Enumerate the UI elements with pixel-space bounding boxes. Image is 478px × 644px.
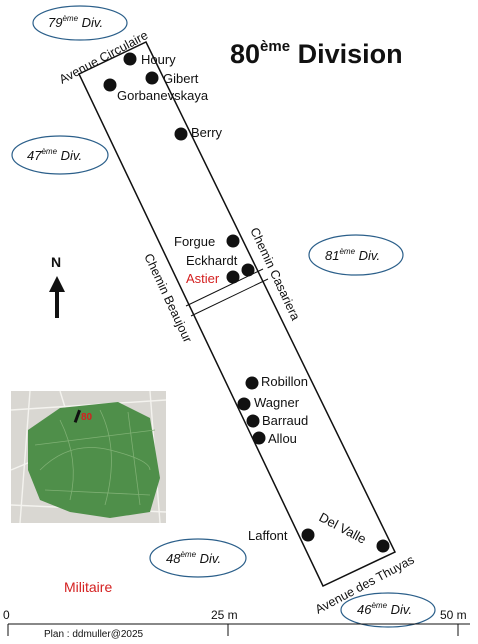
grave-gibert: Gibert [145,71,199,86]
scale-mid: 25 m [211,608,238,622]
svg-text:79ème Div.: 79ème Div. [48,14,103,30]
svg-text:Berry: Berry [191,125,223,140]
street-chemin-casariera: Chemin Casariera [247,225,302,322]
militaire-label: Militaire [64,579,112,595]
grave-houry: Houry [123,52,176,67]
map-title: 80ème Division [230,38,403,69]
svg-text:Del Valle: Del Valle [317,509,369,546]
svg-text:Laffont: Laffont [248,528,288,543]
division-79-label: 79ème Div. [32,5,128,41]
svg-text:47ème Div.: 47ème Div. [27,147,82,163]
grave-del-valle: Del Valle [317,509,390,553]
grave-barraud: Barraud [246,413,308,428]
scale-bar: 0 25 m 50 m [3,608,470,636]
svg-text:46ème Div.: 46ème Div. [357,601,412,617]
scale-end: 50 m [440,608,467,622]
grave-allou: Allou [252,431,297,446]
svg-text:Houry: Houry [141,52,176,67]
grave-robillon: Robillon [245,374,308,390]
svg-text:Astier: Astier [186,271,220,286]
inset-division-label: 80 [81,412,93,423]
svg-text:81ème Div.: 81ème Div. [325,247,380,263]
grave-berry: Berry [174,125,223,141]
svg-text:Gorbanevskaya: Gorbanevskaya [117,88,209,103]
svg-text:Wagner: Wagner [254,395,300,410]
division-81-label: 81ème Div. [308,234,404,276]
grave-gorbanevskaya: Gorbanevskaya [103,78,209,103]
division-80-outline [78,41,397,587]
grave-forgue: Forgue [174,234,240,249]
grave-astier: Astier [186,270,240,286]
grave-eckhardt: Eckhardt [186,253,255,277]
svg-text:N: N [51,254,61,270]
svg-text:Robillon: Robillon [261,374,308,389]
division-47-label: 47ème Div. [11,135,109,175]
svg-text:Eckhardt: Eckhardt [186,253,238,268]
svg-text:Barraud: Barraud [262,413,308,428]
svg-text:Forgue: Forgue [174,234,215,249]
inset-locator-map: 80 [10,390,167,524]
svg-text:Gibert: Gibert [163,71,199,86]
svg-text:48ème Div.: 48ème Div. [166,550,221,566]
grave-laffont: Laffont [248,528,315,543]
division-48-label: 48ème Div. [149,538,247,578]
crossing-path-edge [190,278,269,317]
north-arrow-icon: N [49,254,65,318]
scale-start: 0 [3,608,10,622]
credit-text: Plan : ddmuller@2025 [44,629,144,640]
division-46-label: 46ème Div. [340,592,436,628]
grave-wagner: Wagner [237,395,300,411]
svg-text:Allou: Allou [268,431,297,446]
